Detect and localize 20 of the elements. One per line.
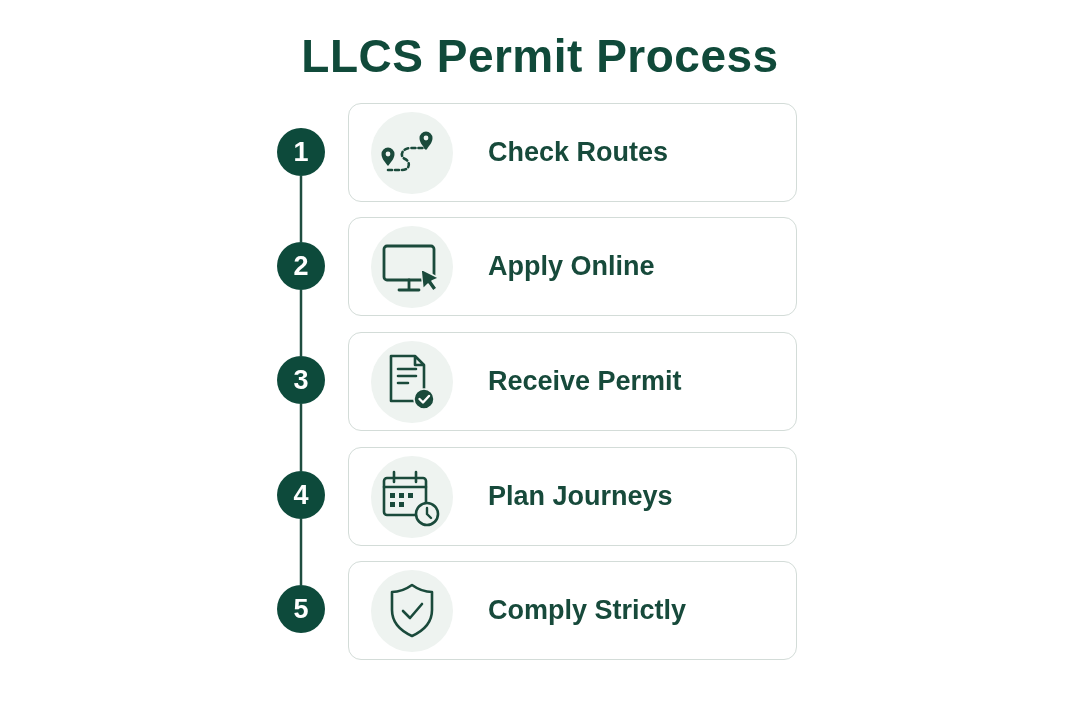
step-card xyxy=(348,447,797,546)
connector-line xyxy=(299,404,303,471)
connector-line xyxy=(299,290,303,356)
step-label: Comply Strictly xyxy=(488,593,687,626)
step-number: 1 xyxy=(277,128,325,176)
step-card xyxy=(348,217,797,316)
step-number: 2 xyxy=(277,242,325,290)
connector-line xyxy=(299,519,303,585)
title: LLCS Permit Process xyxy=(301,29,779,83)
step-number: 4 xyxy=(277,471,325,519)
step-number: 3 xyxy=(277,356,325,404)
connector-line xyxy=(299,176,303,242)
step-label: Apply Online xyxy=(488,249,655,282)
step-number: 5 xyxy=(277,585,325,633)
step-card xyxy=(348,103,797,202)
step-card xyxy=(348,332,797,431)
step-label: Check Routes xyxy=(488,135,669,168)
step-label: Receive Permit xyxy=(488,364,682,397)
step-label: Plan Journeys xyxy=(488,479,673,512)
step-card xyxy=(348,561,797,660)
